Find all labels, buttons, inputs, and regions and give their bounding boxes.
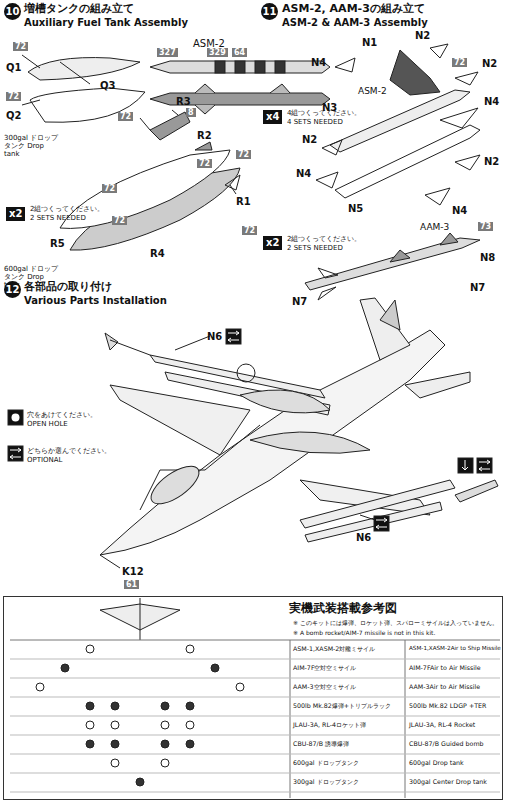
- part-label: R3: [176, 96, 191, 108]
- note-text: 2組つくってください。: [287, 235, 361, 243]
- note-text: AIM-7FAir to Air Missile: [409, 664, 481, 671]
- note-text: 2 SETS NEEDED: [287, 244, 343, 252]
- part-label: 増槽タンクの組み立て: [24, 3, 134, 16]
- note-text: OPEN HOLE: [27, 420, 68, 428]
- step-number: 12: [4, 281, 21, 298]
- note-text: 2 SETS NEEDED: [30, 214, 86, 222]
- part-label: K12: [122, 566, 144, 578]
- note-text: 500lb Mk.82 LDGP +TER: [409, 702, 486, 709]
- note-text: 穴をあけてください。: [27, 411, 97, 419]
- note-text: CBU-87/B 誘導爆弾: [293, 740, 349, 747]
- part-label: R4: [150, 248, 165, 260]
- paint-callout: 64: [232, 48, 247, 57]
- note-text: ASM-1,XASM-2Air to Ship Missile: [409, 645, 501, 652]
- part-label: R5: [50, 238, 65, 250]
- part-label: Auxiliary Fuel Tank Assembly: [24, 17, 188, 29]
- note-text: ※ A bomb rocket/AIM-7 missile is not in …: [293, 630, 435, 637]
- paint-callout: 72: [6, 92, 21, 101]
- part-label: N6: [207, 331, 222, 343]
- part-label: ASM-2 & AAM-3 Assembly: [282, 17, 428, 29]
- part-label: N8: [480, 252, 495, 264]
- note-text: AIM-7F空対空ミサイル: [293, 664, 357, 671]
- paint-callout: 72: [118, 112, 133, 121]
- paint-callout: 327: [157, 48, 178, 57]
- note-text: 4 SETS NEEDED: [287, 118, 343, 126]
- part-label: ASM-2, AAM-3の組み立て: [282, 3, 425, 16]
- note-text: JLAU-3A, RL-4 Rocket: [409, 721, 475, 728]
- paint-callout: 72: [112, 216, 127, 225]
- part-label: N2: [415, 30, 430, 42]
- table-title: 実機武装搭載参考図: [289, 600, 397, 617]
- part-label: Q3: [100, 80, 115, 92]
- part-label: N4: [296, 168, 311, 180]
- note-text: 2組つくってください。: [30, 205, 104, 213]
- part-label: Q2: [6, 110, 21, 122]
- reference-table: 実機武装搭載参考図: [3, 596, 503, 800]
- part-label: N4: [311, 57, 326, 69]
- step-number: 11: [261, 3, 278, 20]
- quantity-badge: x4: [263, 110, 282, 124]
- paint-callout: 72: [197, 159, 212, 168]
- note-text: ※ このキットには爆弾、ロケット弾、スパローミサイルは入っていません。: [293, 620, 498, 627]
- note-text: OPTIONAL: [27, 456, 63, 464]
- part-label: R2: [197, 130, 212, 142]
- note: 300gal ドロップタンク Drop tank: [4, 134, 60, 158]
- paint-callout: 72: [236, 150, 251, 159]
- quantity-badge: x2: [6, 207, 25, 221]
- part-label: 各部品の取り付け: [24, 281, 112, 294]
- part-label: Various Parts Installation: [24, 295, 167, 307]
- note-text: 500lb Mk.82爆弾+トリプルラック: [293, 702, 391, 709]
- part-label: N4: [452, 205, 467, 217]
- note-text: 300gal Center Drop tank: [409, 778, 487, 785]
- note-text: どちらか選んでください。: [27, 447, 111, 455]
- paint-callout: 72: [242, 226, 257, 235]
- part-label: N6: [356, 532, 371, 544]
- part-label: N4: [484, 96, 499, 108]
- part-label: N5: [348, 203, 363, 215]
- quantity-badge: x2: [263, 236, 282, 250]
- part-label: N2: [302, 134, 317, 146]
- note-text: JLAU-3A, RL-4ロケット弾: [293, 721, 366, 728]
- step-number: 10: [4, 3, 21, 20]
- part-label: N3: [322, 102, 337, 114]
- note-text: AAM-3空対空ミサイル: [293, 683, 356, 690]
- paint-callout: 61: [124, 580, 139, 589]
- paint-callout: 8: [186, 108, 196, 117]
- note-text: 300gal ドロップタンク: [293, 778, 359, 785]
- part-label: Q1: [6, 62, 21, 74]
- paint-callout: 73: [478, 222, 493, 231]
- part-label: N7: [292, 296, 307, 308]
- part-label: R1: [236, 196, 251, 208]
- paint-callout: 72: [452, 58, 467, 67]
- part-label: N1: [362, 37, 377, 49]
- note-text: ASM-1,XASM-2対艦ミサイル: [293, 645, 375, 652]
- note-text: AAM-3: [420, 222, 449, 232]
- note-text: AAM-3Air to Air Missile: [409, 683, 480, 690]
- part-label: N2: [484, 156, 499, 168]
- note-text: CBU-87/B Guided bomb: [409, 740, 484, 747]
- note-text: 600gal Drop tank: [409, 759, 464, 766]
- part-label: N7: [470, 282, 485, 294]
- paint-callout: 72: [102, 184, 117, 193]
- part-label: N2: [482, 58, 497, 70]
- note-text: 600gal ドロップタンク: [293, 759, 359, 766]
- note-text: ASM-2: [358, 86, 387, 96]
- paint-callout: 72: [13, 42, 28, 51]
- paint-callout: 329: [207, 48, 228, 57]
